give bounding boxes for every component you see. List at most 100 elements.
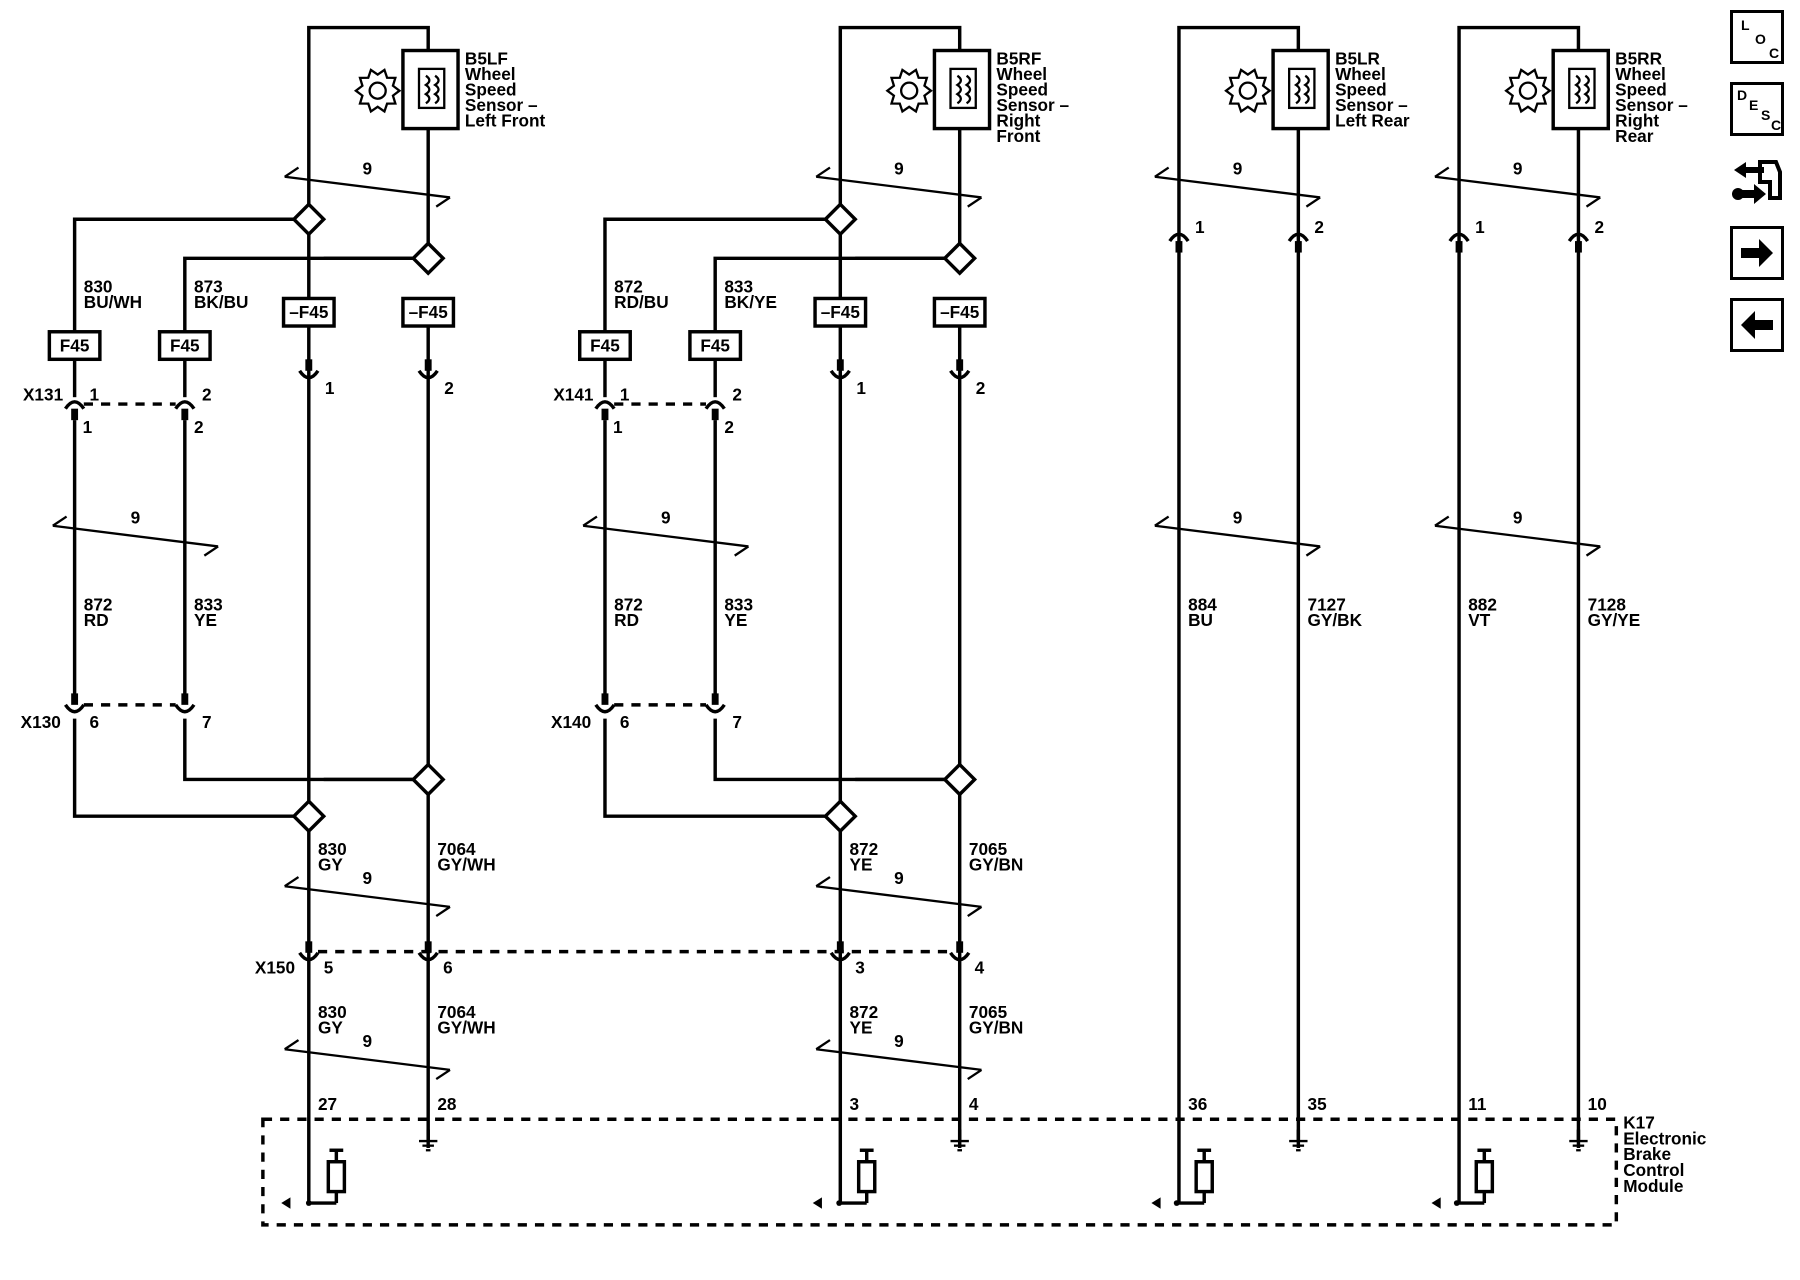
- rf-x141-pin-1-lower-label: 1: [613, 417, 623, 437]
- rr-wire-b-line-1: GY/YE: [1588, 610, 1641, 630]
- rf-splice-low-b: [942, 762, 978, 797]
- lr-twist-mid-tick-b: [1305, 545, 1321, 557]
- lf-x131-pin-2-label: 2: [202, 385, 212, 405]
- rr-twist-mid: [1434, 524, 1601, 548]
- lf-inline-pin-2-label: 2: [444, 378, 454, 398]
- lf-name-line-1: Wheel: [465, 64, 516, 84]
- rf-twist-out-tick-b: [967, 905, 983, 918]
- arrow-left-icon: [1741, 311, 1773, 339]
- lr-twist-mid-tick-a: [1154, 515, 1170, 527]
- lf-splice-top-b: [410, 240, 446, 276]
- lf-x150-pin-a-pin: [305, 941, 313, 953]
- lr-wire-b-line-1: GY/BK: [1308, 610, 1363, 630]
- desc-letter-e: E: [1749, 97, 1759, 113]
- rf-twist-top-tick-b: [967, 196, 983, 208]
- rf-out-wire-a-line-0: 872: [849, 839, 878, 859]
- desc-letter-d: D: [1737, 87, 1748, 103]
- lf-x131-pin-1-label: 1: [90, 385, 100, 405]
- lr-coil-box: [1288, 67, 1316, 110]
- lf-mid-wire-a-line-1: RD: [84, 610, 109, 630]
- lf-splice-top-a: [291, 201, 327, 237]
- rf-inline-pin-2-pin: [956, 359, 964, 371]
- lf-fuse-b-label: F45: [170, 335, 200, 355]
- lf-return-b: [183, 718, 414, 782]
- k17-module-outline: [261, 1117, 1619, 1227]
- lf-module-resistor: [326, 1160, 347, 1194]
- next-page-button[interactable]: [1730, 226, 1784, 280]
- desc-letter-c: C: [1771, 117, 1782, 133]
- lr-twist-top: [1154, 175, 1321, 199]
- previous-page-button[interactable]: [1730, 298, 1784, 352]
- rr-gear-icon: [1504, 68, 1552, 114]
- lr-name-line-4: Left Rear: [1335, 110, 1410, 130]
- rf-twist-bottom-tick-a: [815, 1039, 831, 1051]
- rf-branch-a: [603, 217, 826, 332]
- lf-x131-pin-1-pin: [71, 408, 79, 421]
- lf-module-node: [305, 1200, 312, 1206]
- location-button[interactable]: L O C: [1730, 10, 1784, 64]
- lf-twist-out-tick-b: [435, 905, 451, 918]
- lr-pin-2: [1287, 232, 1309, 243]
- rr-name-line-2: Speed: [1615, 79, 1667, 99]
- rr-pin-1-pin: [1455, 241, 1463, 253]
- lr-gear-icon-hub: [1238, 81, 1258, 100]
- rf-inline-pin-2-label: 2: [976, 378, 986, 398]
- connector-view-button[interactable]: [1730, 154, 1784, 208]
- rf-name-line-5: Front: [996, 126, 1040, 146]
- rf-twist-out-label: 9: [894, 868, 904, 888]
- lr-wire-b-line-0: 7127: [1308, 595, 1346, 615]
- lf-fuse-a: [47, 330, 102, 362]
- lf-name-line-2: Speed: [465, 79, 517, 99]
- rf-fuse-b-label: F45: [700, 335, 730, 355]
- loc-letter-l: L: [1741, 17, 1750, 33]
- rf-inline-pin-2: [949, 369, 971, 380]
- rf-x150-pin-a: [829, 951, 851, 962]
- rr-module-pin-b: 10: [1588, 1094, 1607, 1114]
- description-button[interactable]: D E S C: [1730, 82, 1784, 136]
- rf-connector-lower-label: X140: [551, 712, 591, 732]
- rf-top-wire-b-line-1: BK/YE: [724, 292, 777, 312]
- rf-fuse-neg-a-label: –F45: [821, 302, 861, 322]
- rr-module-node: [1453, 1200, 1460, 1206]
- rf-return-a: [603, 718, 826, 818]
- rr-name-line-4: Right: [1615, 110, 1659, 130]
- lr-module-pin-a: 36: [1188, 1094, 1207, 1114]
- lf-module-pin-a: 27: [318, 1094, 337, 1114]
- lr-wire-a-line-0: 884: [1188, 595, 1217, 615]
- rr-coil-box: [1568, 67, 1596, 110]
- lf-twist-bottom: [284, 1048, 451, 1072]
- rf-x141-pin-2-pin: [711, 408, 719, 421]
- rf-name-line-3: Sensor –: [996, 95, 1069, 115]
- connector-icon: [1732, 160, 1782, 204]
- rf-mid-wire-a-line-0: 872: [614, 595, 643, 615]
- rf-twist-top: [816, 175, 982, 199]
- rf-return-b: [713, 718, 945, 782]
- rf-x150-pin-b-pin: [956, 941, 964, 953]
- loc-letter-o: O: [1755, 31, 1766, 47]
- lf-top-wire-a-line-0: 830: [84, 277, 113, 297]
- lr-loop-wire: [1177, 25, 1301, 1204]
- module-input-arrow-3: [1431, 1197, 1441, 1209]
- lf-out-wire-b-line-0: 7064: [437, 839, 476, 859]
- rf-fuse-neg-b: [932, 296, 987, 328]
- rf-top-wire-b-line-0: 833: [724, 277, 753, 297]
- lr-name-line-1: Wheel: [1335, 64, 1386, 84]
- lf-x150-pin-b-pin: [424, 941, 432, 953]
- lf-gear-icon: [353, 68, 402, 114]
- lf-twist-out: [284, 885, 451, 909]
- lr-twist-top-tick-b: [1305, 196, 1321, 208]
- rf-name-line-2: Speed: [996, 79, 1048, 99]
- lf-loop-wire: [307, 25, 430, 1204]
- rr-twist-top: [1434, 175, 1601, 199]
- rr-twist-mid-tick-b: [1585, 545, 1601, 557]
- lf-name-line-0: B5LF: [465, 48, 508, 68]
- k17-module-name-line-1: Electronic: [1623, 1128, 1707, 1148]
- rf-out-wire-b-line-0: 7065: [969, 839, 1008, 859]
- lf-mid-wire-b-line-0: 833: [194, 595, 223, 615]
- rf-gear-icon-hub: [900, 81, 919, 100]
- lf-twist-mid-tick-a: [52, 515, 68, 527]
- lf-name-line-4: Left Front: [465, 110, 546, 130]
- lf-twist-out-label: 9: [363, 868, 373, 888]
